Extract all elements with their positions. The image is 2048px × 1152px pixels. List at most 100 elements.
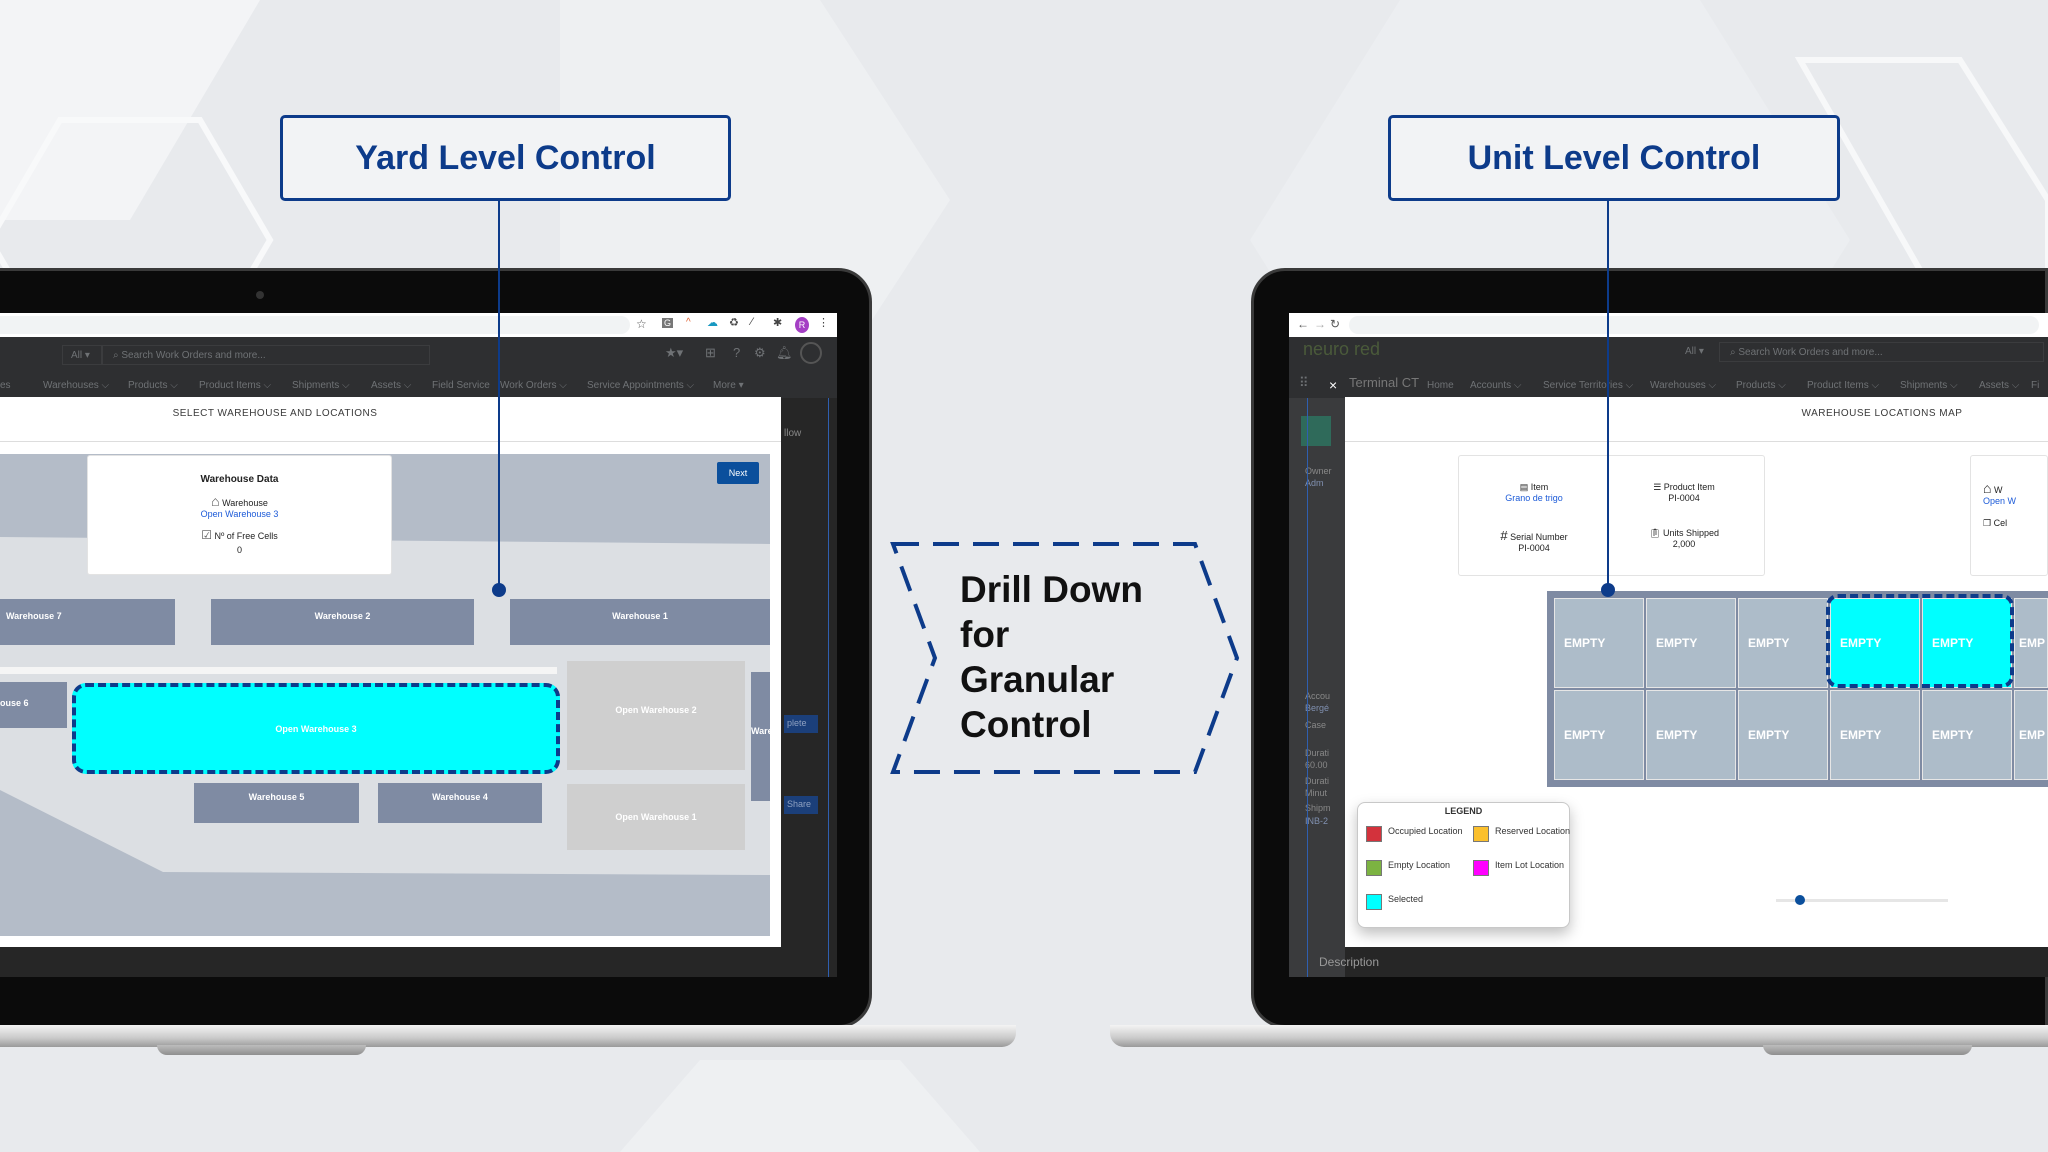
nav-item-assets[interactable]: Assets ⌵ bbox=[1979, 380, 2020, 391]
search-scope[interactable]: All ▾ bbox=[62, 345, 102, 365]
home-icon: ⌂ bbox=[211, 493, 220, 509]
help-icon[interactable]: ? bbox=[733, 345, 741, 360]
warehouse-4[interactable]: Warehouse 4 bbox=[378, 783, 542, 823]
nav-item[interactable]: es bbox=[0, 380, 11, 391]
legend-swatch bbox=[1366, 826, 1382, 842]
favorites-icon[interactable]: ★▾ bbox=[665, 345, 684, 360]
user-avatar[interactable] bbox=[800, 342, 822, 364]
yard-connector-line bbox=[498, 201, 500, 591]
search-input[interactable]: ⌕ Search Work Orders and more... bbox=[102, 345, 430, 365]
legend-item: Reserved Location bbox=[1473, 826, 1573, 842]
selection-dashed-outline bbox=[1826, 594, 2014, 688]
browser-menu-icon[interactable]: ⋮ bbox=[818, 317, 829, 329]
extensions-puzzle-icon[interactable]: ✱ bbox=[773, 317, 783, 329]
warehouse-5[interactable]: Warehouse 5 bbox=[194, 783, 359, 823]
notifications-bell-icon[interactable]: 🔔︎ bbox=[776, 345, 793, 360]
nav-item-products[interactable]: Products ⌵ bbox=[1736, 380, 1786, 391]
selection-outline bbox=[1307, 398, 1308, 977]
bg-fragment: Owner bbox=[1305, 466, 1332, 476]
divider bbox=[0, 441, 781, 442]
salesforce-header: neuro red All ▾ ⌕ Search Work Orders and… bbox=[1289, 337, 2048, 398]
slider-knob[interactable] bbox=[1795, 895, 1806, 905]
grid-cell[interactable]: EMPTY bbox=[1646, 598, 1736, 688]
nav-item-shipments[interactable]: Shipments ⌵ bbox=[292, 380, 350, 391]
warehouse-6[interactable]: ouse 6 bbox=[0, 682, 67, 728]
nav-item-service-territories[interactable]: Service Territories ⌵ bbox=[1543, 380, 1634, 391]
road-strip bbox=[0, 667, 557, 674]
browser-toolbar: ← → ↻ bbox=[1289, 313, 2048, 337]
nav-item-more[interactable]: Fi bbox=[2031, 380, 2040, 391]
card-title: Warehouse Data bbox=[200, 474, 279, 485]
left-screen: ☆ G ^ ☁ ♻ ⁄ ✱ R ⋮ All ▾ ⌕ Search Work Or… bbox=[0, 313, 837, 977]
zoom-slider[interactable] bbox=[1776, 895, 1948, 905]
back-icon[interactable]: ← bbox=[1297, 317, 1309, 331]
clipboard-icon: 📋︎ bbox=[1649, 528, 1661, 538]
nav-item-shipments[interactable]: Shipments ⌵ bbox=[1900, 380, 1958, 391]
warehouse-2[interactable]: Warehouse 2 bbox=[211, 599, 474, 645]
bg-fragment: llow bbox=[784, 428, 802, 439]
description-section[interactable]: Description bbox=[1319, 955, 1380, 969]
home-icon: ⌂ bbox=[1983, 480, 1992, 496]
legend-item: Occupied Location bbox=[1366, 826, 1466, 842]
grid-cell[interactable]: EMPTY bbox=[1830, 690, 1920, 780]
warehouse-link[interactable]: Open W bbox=[1983, 496, 2017, 506]
grid-cell[interactable]: EMPTY bbox=[1554, 690, 1644, 780]
extension-arrow-icon[interactable]: ^ bbox=[686, 317, 691, 328]
bg-fragment: Case bbox=[1305, 720, 1327, 730]
grid-cell[interactable]: EMPTY bbox=[1738, 690, 1828, 780]
grid-cell[interactable]: EMPTY bbox=[1646, 690, 1736, 780]
nav-item-field-service[interactable]: Field Service bbox=[432, 380, 490, 391]
open-warehouse-2[interactable]: Open Warehouse 2 bbox=[567, 661, 745, 770]
bg-fragment: Minut bbox=[1305, 788, 1328, 798]
forward-icon[interactable]: → bbox=[1314, 317, 1326, 331]
legend-swatch bbox=[1366, 860, 1382, 876]
nav-item-warehouses[interactable]: Warehouses ⌵ bbox=[1650, 380, 1717, 391]
open-warehouse-3-selected[interactable]: Open Warehouse 3 bbox=[72, 683, 560, 774]
app-launcher-icon[interactable]: ⠿ bbox=[1299, 375, 1309, 390]
serial-value: PI-0004 bbox=[1518, 543, 1550, 553]
profile-avatar[interactable]: R bbox=[795, 317, 809, 333]
nav-item-accounts[interactable]: Accounts ⌵ bbox=[1470, 380, 1522, 391]
warehouse-link[interactable]: Open Warehouse 3 bbox=[200, 509, 279, 519]
grid-cell[interactable]: EMPTY bbox=[1922, 690, 2012, 780]
nav-item-work-orders[interactable]: Work Orders ⌵ bbox=[500, 380, 567, 391]
grid-cell[interactable]: EMPTY bbox=[1738, 598, 1828, 688]
add-icon[interactable]: ⊞ bbox=[705, 345, 716, 360]
eyedropper-icon[interactable]: ⁄ bbox=[751, 316, 753, 328]
address-bar[interactable] bbox=[1349, 316, 2039, 334]
open-warehouse-1[interactable]: Open Warehouse 1 bbox=[567, 784, 745, 850]
left-laptop-base bbox=[0, 1025, 1016, 1047]
grid-cell[interactable]: EMP bbox=[2014, 598, 2048, 688]
nav-item-assets[interactable]: Assets ⌵ bbox=[371, 380, 412, 391]
unit-connector-line bbox=[1607, 201, 1609, 591]
nav-item-product-items[interactable]: Product Items ⌵ bbox=[199, 380, 272, 391]
salesforce-cloud-icon[interactable]: ☁ bbox=[707, 317, 718, 329]
extension-g-icon[interactable]: G bbox=[662, 318, 674, 328]
recycle-icon[interactable]: ♻ bbox=[729, 317, 739, 329]
address-bar[interactable] bbox=[0, 316, 630, 334]
search-input[interactable]: ⌕ Search Work Orders and more... bbox=[1719, 342, 2044, 362]
nav-item-home[interactable]: Home bbox=[1427, 380, 1454, 391]
nav-item-service-appointments[interactable]: Service Appointments ⌵ bbox=[587, 380, 695, 391]
nav-item-product-items[interactable]: Product Items ⌵ bbox=[1807, 380, 1880, 391]
reload-icon[interactable]: ↻ bbox=[1330, 317, 1341, 331]
close-modal-button[interactable]: × bbox=[1329, 377, 1338, 393]
warehouse-label: Warehouse bbox=[222, 498, 268, 508]
next-button[interactable]: Next bbox=[717, 462, 759, 484]
legend-title: LEGEND bbox=[1444, 806, 1483, 816]
nav-item-products[interactable]: Products ⌵ bbox=[128, 380, 178, 391]
warehouse-data-card: ⌂ W Open W ❐ Cel bbox=[1970, 455, 2048, 576]
bookmark-star-icon[interactable]: ☆ bbox=[636, 317, 647, 331]
grid-cell[interactable]: EMPTY bbox=[1554, 598, 1644, 688]
bg-fragment: Bergé bbox=[1305, 703, 1330, 713]
nav-item-more[interactable]: More ▾ bbox=[713, 380, 744, 391]
item-link[interactable]: Grano de trigo bbox=[1505, 493, 1563, 503]
grid-cell[interactable]: EMP bbox=[2014, 690, 2048, 780]
warehouse-7[interactable]: Warehouse 7 bbox=[0, 599, 175, 645]
warehouse-vertical[interactable]: Ware bbox=[751, 672, 773, 801]
warehouse-1[interactable]: Warehouse 1 bbox=[510, 599, 770, 645]
nav-item-warehouses[interactable]: Warehouses ⌵ bbox=[43, 380, 110, 391]
setup-gear-icon[interactable]: ⚙ bbox=[754, 345, 766, 360]
search-scope[interactable]: All ▾ bbox=[1685, 346, 1704, 357]
